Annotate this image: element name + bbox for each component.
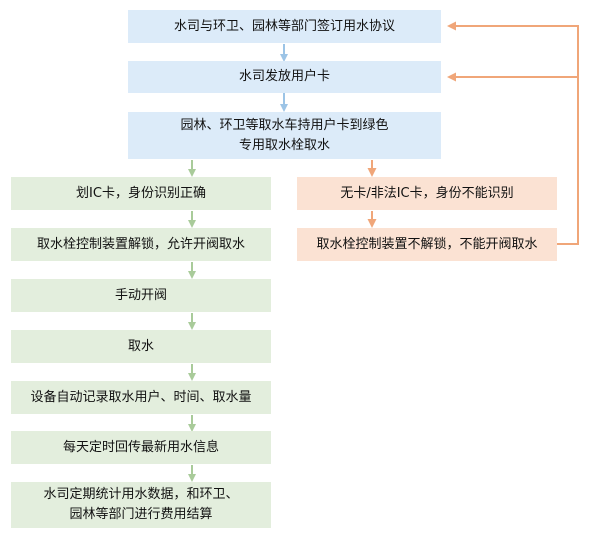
feedback-loop-line bbox=[447, 21, 579, 245]
step-sign-agreement: 水司与环卫、园林等部门签订用水协议 bbox=[128, 10, 441, 43]
step-issue-card-label: 水司发放用户卡 bbox=[238, 69, 330, 84]
step-manual-open-valve: 手动开阀 bbox=[11, 279, 271, 312]
step-sign-agreement-label: 水司与环卫、园林等部门签订用水协议 bbox=[173, 18, 395, 34]
step-settlement: 水司定期统计用水数据，和环卫、 园林等部门进行费用结算 bbox=[11, 482, 271, 528]
step-take-water-line2: 专用取水栓取水 bbox=[238, 137, 330, 153]
step-auto-record: 设备自动记录取水用户、时间、取水量 bbox=[11, 381, 271, 414]
step-device-locked: 取水栓控制装置不解锁，不能开阀取水 bbox=[297, 228, 557, 261]
step-settlement-line2: 园林等部门进行费用结算 bbox=[69, 507, 213, 522]
step-manual-open-valve-label: 手动开阀 bbox=[114, 287, 167, 303]
step-device-locked-label: 取水栓控制装置不解锁，不能开阀取水 bbox=[316, 236, 538, 252]
step-card-invalid-label: 无卡/非法IC卡，身份不能识别 bbox=[340, 185, 514, 201]
step-unlock-device: 取水栓控制装置解锁，允许开阀取水 bbox=[11, 228, 271, 261]
step-card-invalid: 无卡/非法IC卡，身份不能识别 bbox=[297, 177, 557, 210]
step-settlement-line1: 水司定期统计用水数据，和环卫、 bbox=[43, 487, 239, 502]
step-take-water-with-card: 园林、环卫等取水车持用户卡到绿色 专用取水栓取水 bbox=[128, 112, 441, 159]
step-auto-record-label: 设备自动记录取水用户、时间、取水量 bbox=[30, 389, 252, 405]
step-daily-upload-label: 每天定时回传最新用水信息 bbox=[62, 439, 219, 455]
step-take-water: 取水 bbox=[11, 330, 271, 363]
step-take-water-label: 取水 bbox=[127, 338, 154, 354]
step-swipe-card-valid: 划IC卡，身份识别正确 bbox=[11, 177, 271, 210]
step-daily-upload: 每天定时回传最新用水信息 bbox=[11, 431, 271, 464]
step-swipe-card-valid-label: 划IC卡，身份识别正确 bbox=[76, 185, 206, 201]
step-issue-card: 水司发放用户卡 bbox=[128, 61, 441, 93]
step-unlock-device-label: 取水栓控制装置解锁，允许开阀取水 bbox=[36, 236, 245, 252]
step-take-water-line1: 园林、环卫等取水车持用户卡到绿色 bbox=[180, 117, 389, 133]
